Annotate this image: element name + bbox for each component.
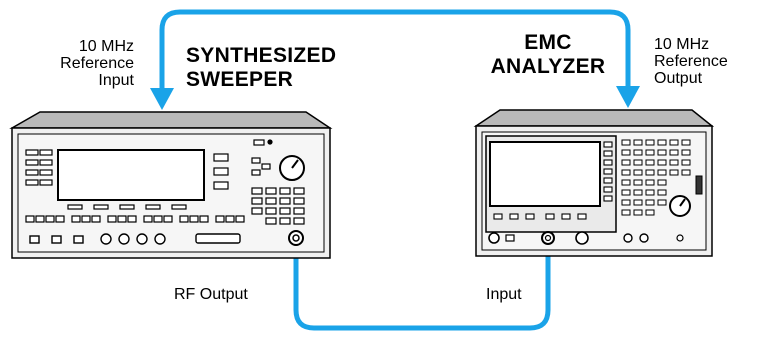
emc-analyzer [473, 109, 715, 257]
analyzer-top [473, 109, 715, 127]
rf-output-label: RF Output [174, 286, 248, 303]
sweeper-top [9, 111, 333, 129]
sweeper-title-line-2: SWEEPER [186, 68, 294, 91]
reference-output-arrow [616, 86, 640, 108]
reference-input-arrow [150, 88, 174, 110]
sweeper-reference-input-label: 10 MHz Reference Input [22, 38, 134, 89]
sweeper-display [57, 149, 205, 201]
sweeper-title: SYNTHESIZED SWEEPER [186, 44, 336, 92]
analyzer-display [489, 141, 601, 207]
sweeper-ref-line-3: Input [98, 72, 134, 89]
analyzer-title-line-1: EMC [524, 31, 572, 54]
rf-cable [293, 233, 551, 331]
analyzer-reference-output-label: 10 MHz Reference Output [654, 36, 728, 87]
analyzer-ref-line-3: Output [654, 70, 703, 87]
sweeper-ref-line-2: Reference [60, 55, 134, 72]
reference-cable [159, 9, 631, 93]
analyzer-ref-line-2: Reference [654, 53, 728, 70]
analyzer-ref-line-1: 10 MHz [654, 36, 710, 53]
input-label: Input [486, 286, 522, 303]
sweeper-keypad [251, 187, 305, 225]
analyzer-title-line-2: ANALYZER [490, 55, 606, 78]
sweeper-left-keys [25, 149, 53, 186]
analyzer-title: EMC ANALYZER [486, 31, 610, 79]
analyzer-keypad [621, 139, 691, 216]
sweeper-ref-line-1: 10 MHz [78, 38, 134, 55]
sweeper-title-line-1: SYNTHESIZED [186, 44, 337, 67]
synthesized-sweeper [9, 111, 333, 259]
